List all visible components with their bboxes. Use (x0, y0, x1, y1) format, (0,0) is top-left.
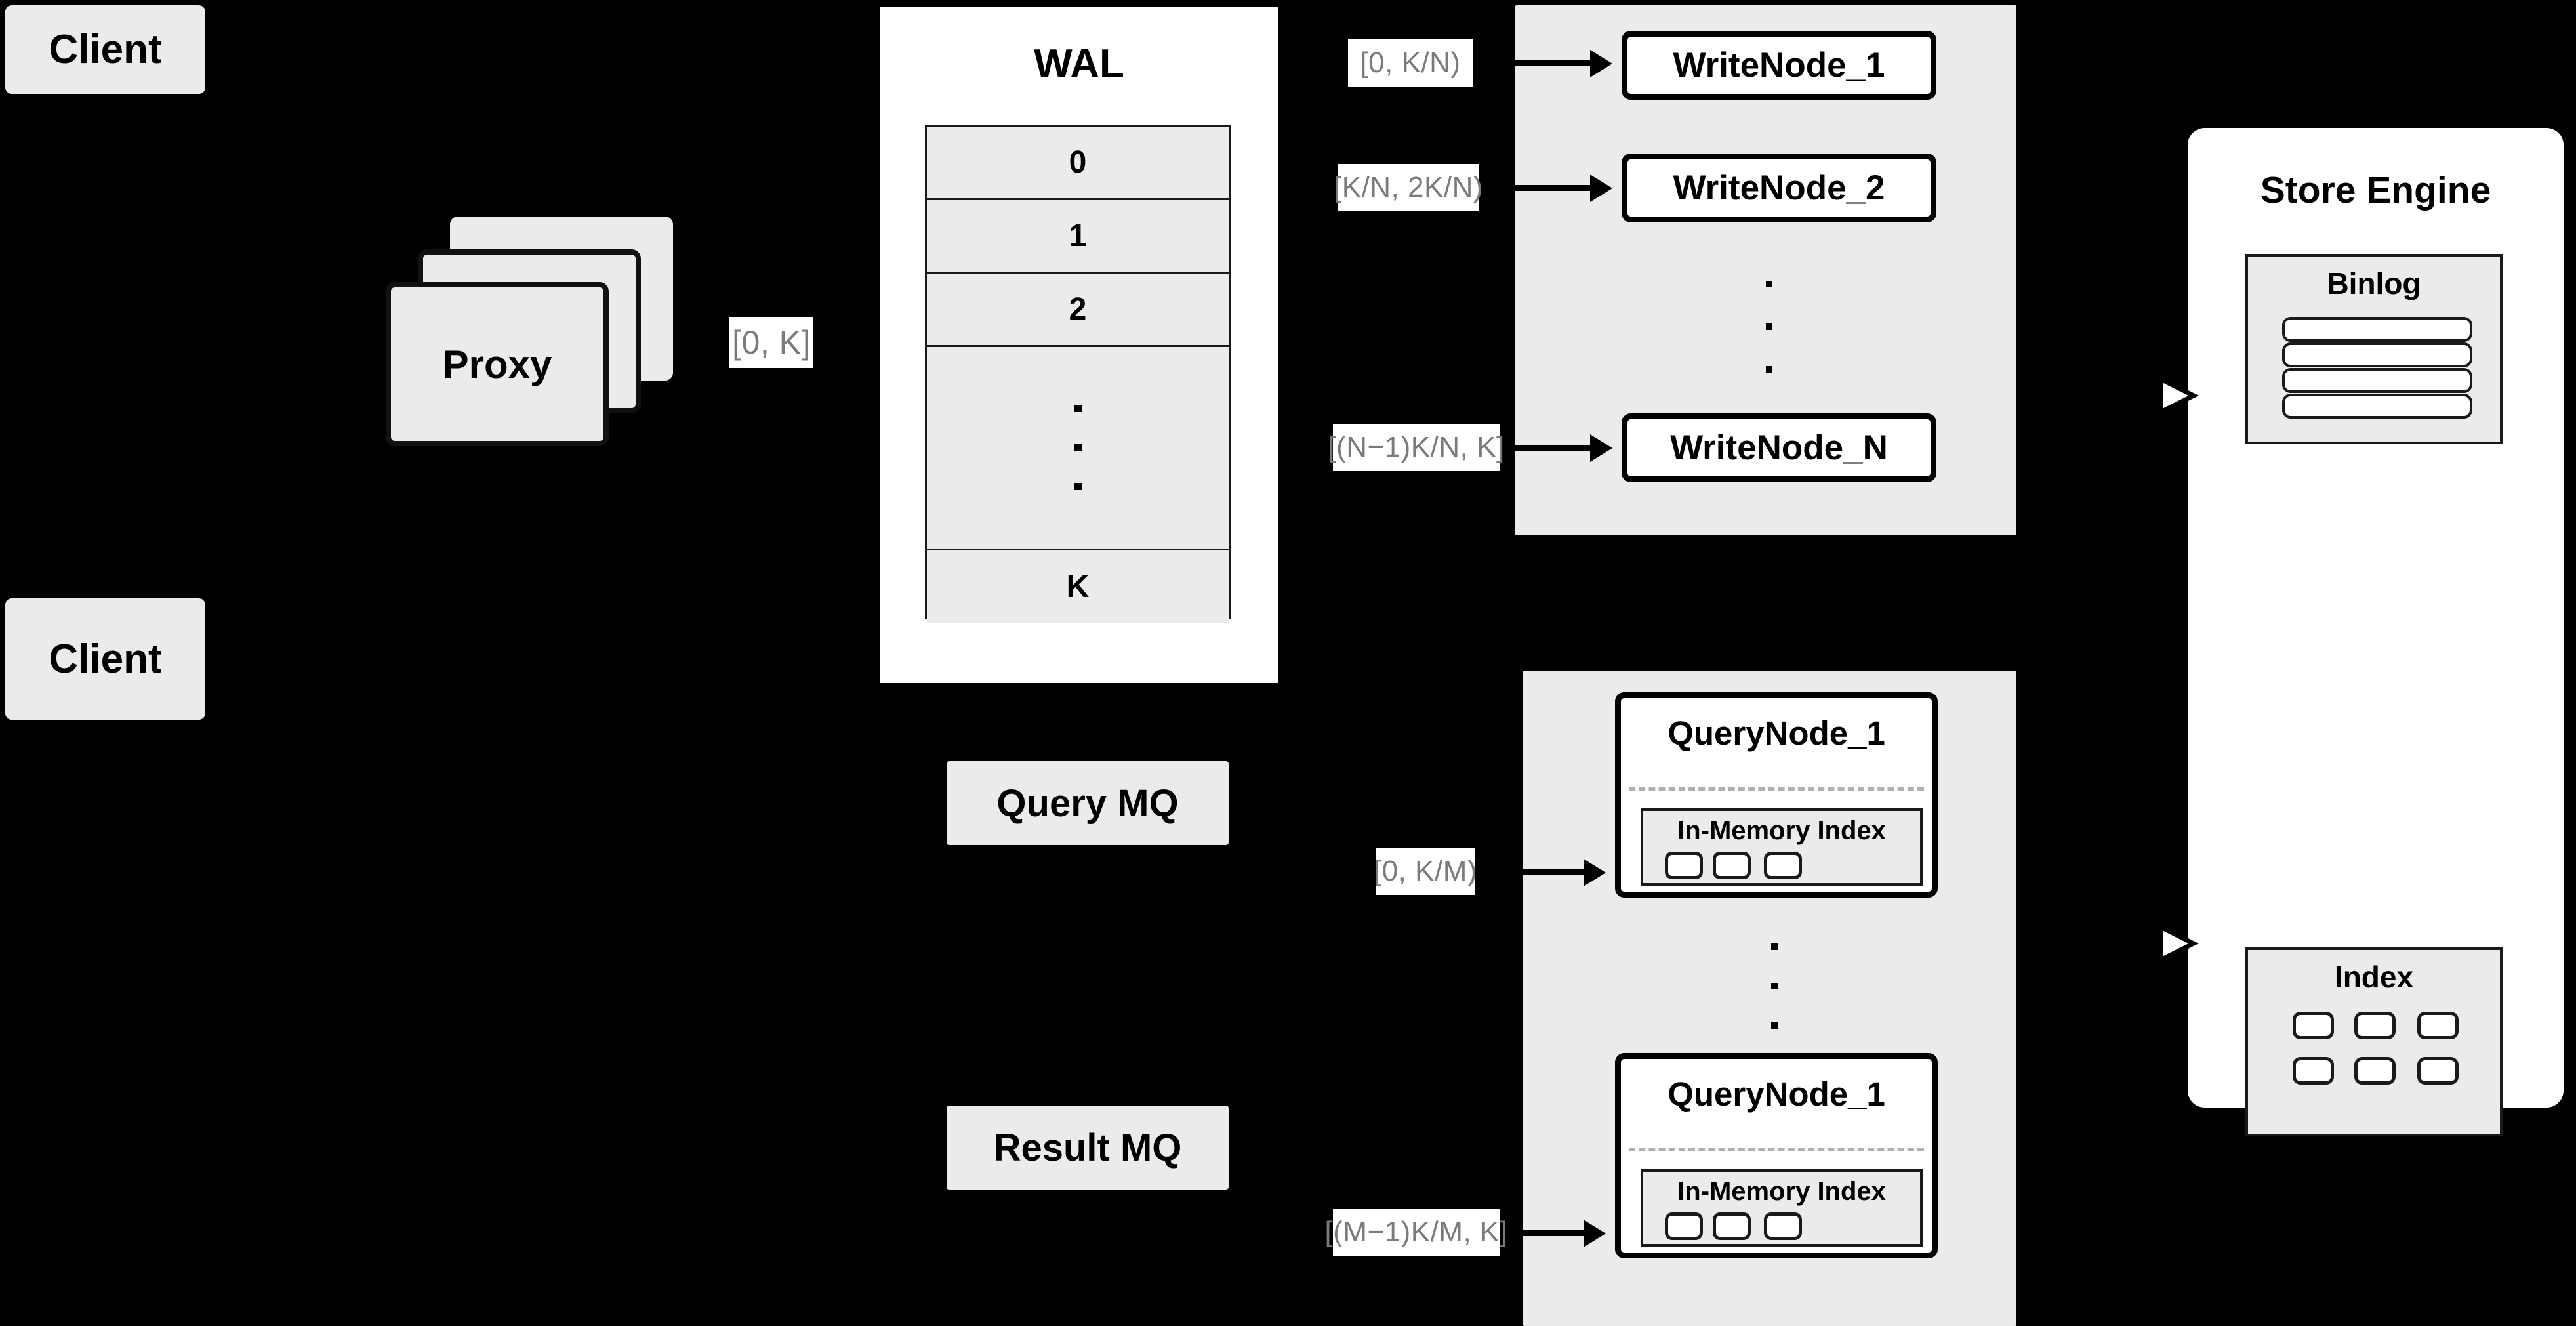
query-node-1-index-cell-3[interactable] (1764, 852, 1802, 879)
wal-row-k: K (927, 550, 1229, 623)
query-node-2-index-cell-3[interactable] (1764, 1212, 1802, 1240)
query-node-1-label: QueryNode_1 (1667, 715, 1885, 752)
index-cell-1[interactable] (2293, 1012, 2334, 1039)
query-node-1-in-memory-index-label: In-Memory Index (1677, 816, 1886, 845)
query-mq-label: Query MQ (996, 781, 1179, 825)
query-node-1-arrow-head-icon (1584, 859, 1606, 886)
index-title: Index (2334, 960, 2414, 994)
result-mq-box[interactable]: Result MQ (947, 1106, 1229, 1190)
write-node-1-arrow-line (1385, 60, 1595, 66)
write-node-n-arrow-head-icon (1590, 434, 1612, 462)
store-engine-title: Store Engine (2260, 169, 2491, 211)
query-node-1[interactable]: QueryNode_1 In-Memory Index (1615, 692, 1938, 898)
client-label-2: Client (49, 636, 162, 682)
index-panel: Index (2245, 947, 2503, 1136)
wal-row-1: 1 (927, 200, 1229, 274)
client-label-1: Client (49, 27, 162, 72)
binlog-title: Binlog (2327, 266, 2421, 300)
query-node-1-in-memory-index-panel: In-Memory Index (1641, 808, 1923, 886)
wal-row-0: 0 (927, 127, 1229, 200)
proxy-box[interactable]: Proxy (386, 282, 609, 446)
wal-row-ellipsis (927, 347, 1229, 550)
client-box-2[interactable]: Client (5, 598, 205, 720)
binlog-panel: Binlog (2245, 254, 2503, 444)
binlog-inbound-arrow-icon (2120, 374, 2200, 417)
query-node-1-divider (1629, 787, 1924, 791)
index-cell-4[interactable] (2293, 1057, 2334, 1085)
binlog-row-1[interactable] (2282, 317, 2472, 342)
wal-row-2: 2 (927, 274, 1229, 347)
query-node-1-range-label: [0, K/M) (1374, 848, 1477, 895)
query-node-1-index-cell-2[interactable] (1713, 852, 1751, 879)
write-node-n-arrow-line (1469, 445, 1595, 451)
write-node-1-range-label: [0, K/N) (1348, 39, 1473, 87)
query-node-2-label: QueryNode_1 (1667, 1075, 1885, 1113)
write-node-1[interactable]: WriteNode_1 (1622, 31, 1936, 100)
index-cell-2[interactable] (2354, 1012, 2396, 1039)
query-node-2-index-cell-1[interactable] (1665, 1212, 1703, 1240)
write-node-2-arrow-head-icon (1590, 175, 1612, 202)
query-node-2-divider (1629, 1148, 1924, 1151)
query-node-2-index-cell-2[interactable] (1713, 1212, 1751, 1240)
result-mq-label: Result MQ (993, 1126, 1182, 1169)
query-cluster-vertical-ellipsis-icon (1771, 943, 1778, 1029)
write-cluster-vertical-ellipsis-icon (1766, 281, 1772, 373)
write-node-1-label: WriteNode_1 (1673, 46, 1885, 85)
store-engine-container: Store Engine Binlog Index (2188, 128, 2564, 1136)
binlog-row-4[interactable] (2282, 394, 2472, 419)
write-node-n-label: WriteNode_N (1670, 428, 1888, 467)
write-node-2[interactable]: WriteNode_2 (1622, 154, 1936, 222)
client-box-1[interactable]: Client (5, 5, 205, 94)
query-node-1-index-cell-1[interactable] (1665, 852, 1703, 879)
index-cell-3[interactable] (2417, 1012, 2459, 1039)
index-cell-5[interactable] (2354, 1057, 2396, 1085)
write-node-2-label: WriteNode_2 (1673, 169, 1885, 207)
wal-container: WAL 0 1 2 K (876, 2, 1282, 688)
wal-vertical-ellipsis-icon (1074, 405, 1082, 490)
proxy-label: Proxy (442, 342, 552, 386)
query-node-2-in-memory-index-panel: In-Memory Index (1641, 1169, 1923, 1247)
proxy-range-label: [0, K] (729, 317, 813, 368)
write-node-1-arrow-head-icon (1590, 50, 1612, 77)
query-node-2-arrow-head-icon (1584, 1220, 1606, 1247)
index-cell-6[interactable] (2417, 1057, 2459, 1085)
write-node-2-arrow-line (1385, 185, 1595, 191)
query-node-2[interactable]: QueryNode_1 In-Memory Index (1615, 1053, 1938, 1258)
wal-table: 0 1 2 K (925, 125, 1231, 623)
write-node-n-range-label: [(N−1)K/N, K] (1328, 424, 1504, 471)
index-inbound-arrow-icon (2120, 922, 2200, 965)
query-node-1-arrow-line (1385, 869, 1589, 875)
query-mq-box[interactable]: Query MQ (947, 761, 1229, 845)
binlog-row-3[interactable] (2282, 368, 2472, 393)
write-node-n[interactable]: WriteNode_N (1622, 413, 1936, 482)
binlog-row-2[interactable] (2282, 342, 2472, 367)
write-node-2-range-label: [K/N, 2K/N) (1334, 164, 1483, 211)
wal-title: WAL (1034, 41, 1124, 87)
query-node-2-range-label: [(M−1)K/M, K] (1324, 1209, 1507, 1256)
query-node-2-in-memory-index-label: In-Memory Index (1677, 1177, 1886, 1206)
